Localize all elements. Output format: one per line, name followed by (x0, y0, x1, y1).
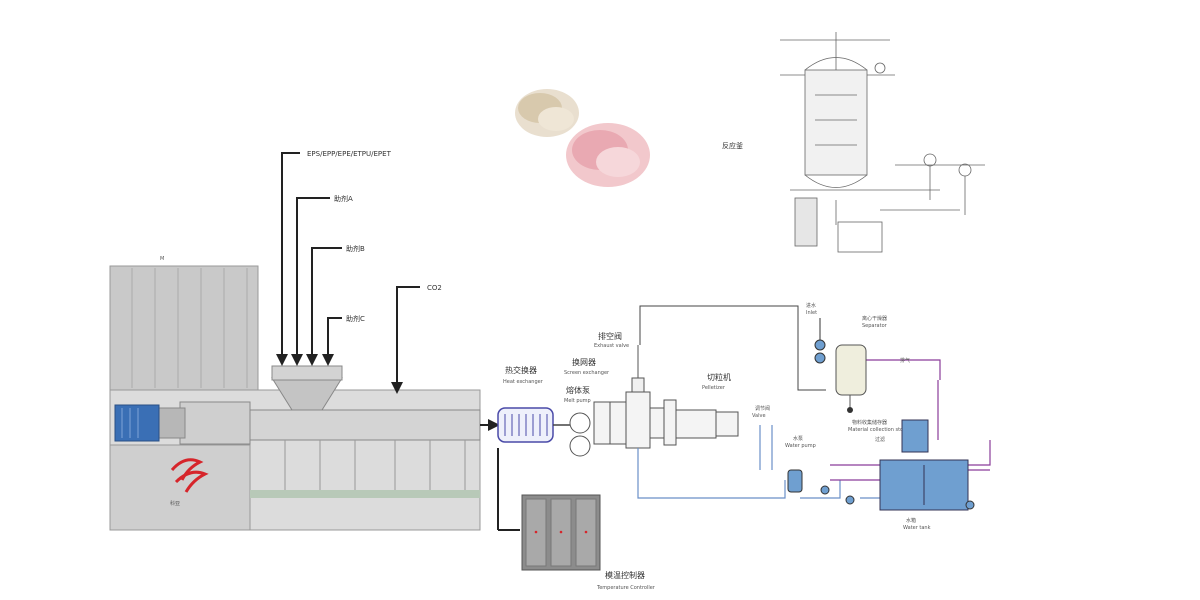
exhaust-out-label: 排气 (900, 357, 910, 364)
pelletizer-label: 切粒机 (707, 372, 731, 382)
water-tank (879, 459, 969, 511)
reactor-label: 反应釜 (722, 141, 743, 150)
inlet-label: 进水 (806, 302, 816, 309)
water-tank-label: 水箱 (906, 517, 916, 524)
bead-product-image-white (515, 89, 579, 137)
valve-label: 调节阀 (755, 405, 770, 412)
valve-label-en: Valve (752, 413, 766, 419)
silo-label: M (160, 256, 164, 262)
water-pump-label: 水泵 (793, 435, 803, 442)
feed-label-main: EPS/EPP/EPE/ETPU/EPET (307, 150, 392, 158)
separator-vessel (835, 344, 867, 413)
melt-pump-label-en: Melt pump (564, 398, 591, 404)
pelletizer (649, 399, 739, 446)
water-pump-label-en: Water pump (785, 443, 816, 449)
return-line (639, 305, 826, 391)
screen-changer-label-en: Screen exchanger (564, 370, 610, 376)
separator-label-en: Separator (862, 323, 888, 329)
feed-lines (276, 152, 420, 394)
storage-label-en: Material collection storage (848, 427, 914, 433)
melt-pump (569, 412, 591, 457)
heat-exchanger-label-en: Heat exchanger (503, 379, 544, 385)
melt-pump-label: 熔体泵 (566, 385, 590, 395)
water-circuit-lines (637, 425, 880, 499)
screen-changer (593, 391, 651, 449)
gas-label: CO2 (427, 284, 442, 292)
extruder-machine (109, 389, 481, 531)
raw-material-silo (109, 265, 259, 391)
water-tank-label-en: Water tank (903, 525, 931, 531)
heat-exchanger (497, 407, 554, 443)
storage-label: 物料收集储存器 (852, 419, 887, 426)
temperature-controller-label-en: Temperature Controller (596, 585, 656, 591)
reactor-schematic (780, 32, 985, 253)
inlet-label-en: Inlet (806, 310, 817, 316)
exhaust-valve (631, 345, 645, 393)
bead-product-image-pink (566, 123, 650, 187)
exhaust-valve-label: 排空阀 (598, 331, 622, 341)
water-pump-icon (787, 469, 803, 493)
feed-label-b: 助剂B (346, 244, 365, 253)
feed-hopper (271, 365, 343, 411)
motor (114, 404, 160, 442)
feed-label-c: 助剂C (346, 314, 365, 323)
exhaust-valve-label-en: Exhaust valve (594, 343, 629, 349)
temperature-controller (521, 494, 601, 571)
logo-label: 科亚 (170, 500, 180, 507)
temperature-controller-label: 模温控制器 (605, 570, 645, 580)
pelletizer-label-en: Pelletizer (702, 385, 726, 391)
heat-exchanger-label: 热交换器 (505, 365, 537, 375)
filter-tank (901, 419, 929, 453)
filter-label: 过滤 (875, 436, 885, 443)
screen-changer-label: 换网器 (572, 357, 596, 367)
logo-icon (170, 458, 209, 493)
valve-icons (820, 485, 975, 510)
feed-label-a: 助剂A (334, 194, 353, 203)
separator-label: 离心干燥器 (862, 315, 887, 322)
inlet-pump-icon (814, 318, 826, 364)
